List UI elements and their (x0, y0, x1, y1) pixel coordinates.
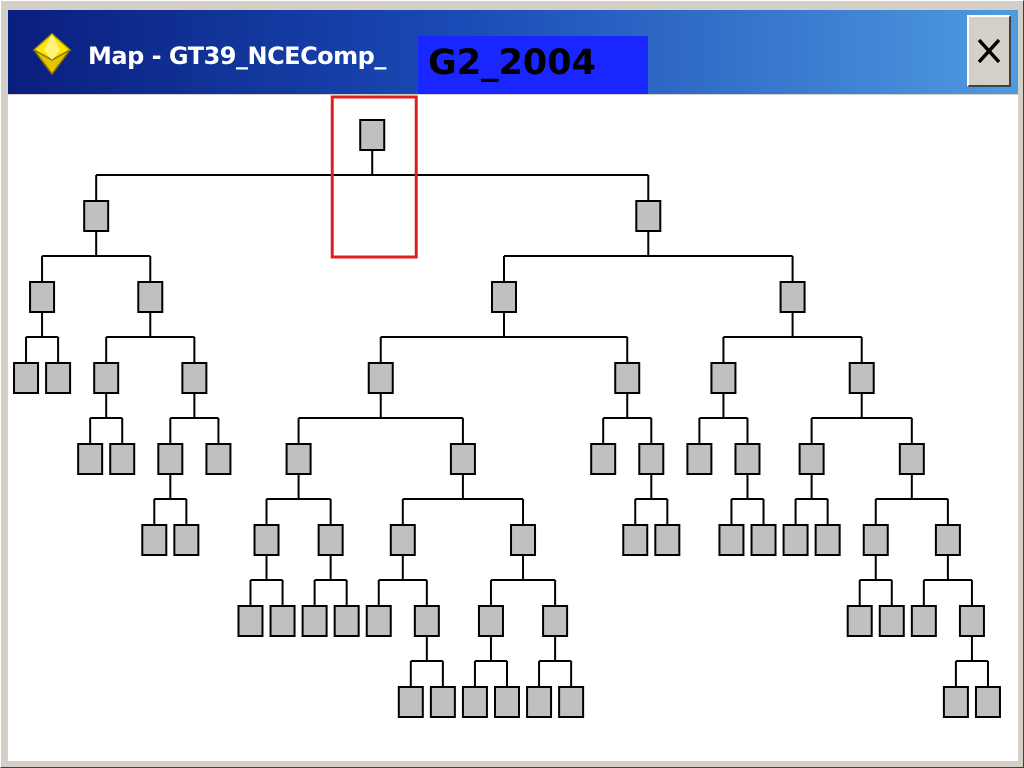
tree-node[interactable] (958, 605, 985, 637)
tree-node[interactable] (333, 605, 360, 637)
tree-node[interactable] (301, 605, 328, 637)
tree-node[interactable] (710, 362, 737, 394)
tree-node[interactable] (614, 362, 641, 394)
tree-node[interactable] (45, 362, 72, 394)
title-bar[interactable]: Map - GT39_NCEComp_ G2_2004 (8, 10, 1018, 94)
tree-node[interactable] (635, 200, 662, 232)
tree-node[interactable] (429, 686, 456, 718)
tree-node[interactable] (898, 443, 925, 475)
tree-node[interactable] (83, 200, 110, 232)
tree-node[interactable] (477, 605, 504, 637)
tree-node[interactable] (846, 605, 873, 637)
tree-node[interactable] (622, 524, 649, 556)
tree-node[interactable] (910, 605, 937, 637)
tree-node[interactable] (157, 443, 184, 475)
tree-node[interactable] (205, 443, 232, 475)
tree-node[interactable] (137, 281, 164, 313)
tree-node[interactable] (461, 686, 488, 718)
tree-node[interactable] (173, 524, 200, 556)
tree-node[interactable] (494, 686, 520, 718)
tree-node[interactable] (638, 443, 665, 475)
tree-node[interactable] (13, 362, 40, 394)
tree-node[interactable] (237, 605, 264, 637)
tree-node[interactable] (317, 524, 344, 556)
tree-map-canvas[interactable] (8, 95, 1018, 761)
yellow-diamond-icon (32, 32, 72, 76)
tree-node[interactable] (942, 686, 969, 718)
tree-node[interactable] (862, 524, 889, 556)
tree-node[interactable] (526, 686, 553, 718)
tree-node[interactable] (718, 524, 745, 556)
close-icon (977, 38, 1001, 64)
tree-node[interactable] (141, 524, 168, 556)
tree-node[interactable] (365, 605, 392, 637)
tree-node[interactable] (590, 443, 617, 475)
tree-node[interactable] (782, 524, 809, 556)
tree-node[interactable] (269, 605, 296, 637)
tree-node[interactable] (510, 524, 537, 556)
tree-node[interactable] (798, 443, 825, 475)
tree-edges (25, 150, 989, 687)
window-title: Map - GT39_NCEComp_ (88, 42, 386, 70)
tree-node[interactable] (750, 524, 777, 556)
tree-diagram (13, 95, 1001, 718)
tree-node[interactable] (181, 362, 208, 394)
tree-nodes (13, 119, 1001, 718)
tree-node[interactable] (542, 605, 569, 637)
tree-node[interactable] (848, 362, 875, 394)
tree-node[interactable] (367, 362, 394, 394)
tree-node[interactable] (253, 524, 280, 556)
tree-node-root[interactable] (359, 119, 386, 151)
tree-node[interactable] (77, 443, 104, 475)
tree-node[interactable] (397, 686, 424, 718)
tree-node[interactable] (285, 443, 312, 475)
tree-node[interactable] (654, 524, 681, 556)
close-button[interactable] (967, 15, 1011, 87)
tree-node[interactable] (558, 686, 585, 718)
tree-node[interactable] (974, 686, 1001, 718)
tree-node[interactable] (734, 443, 761, 475)
window-title-highlight: G2_2004 (428, 43, 596, 83)
tree-node[interactable] (490, 281, 517, 313)
tree-node[interactable] (779, 281, 806, 313)
tree-node[interactable] (686, 443, 713, 475)
tree-node[interactable] (814, 524, 841, 556)
tree-node[interactable] (934, 524, 961, 556)
tree-node[interactable] (93, 362, 120, 394)
tree-node[interactable] (109, 443, 136, 475)
title-highlight-box (418, 36, 648, 94)
selection-highlight-box (330, 95, 418, 259)
tree-node[interactable] (389, 524, 416, 556)
tree-node[interactable] (29, 281, 56, 313)
tree-node[interactable] (413, 605, 440, 637)
tree-node[interactable] (449, 443, 476, 475)
tree-node[interactable] (878, 605, 905, 637)
